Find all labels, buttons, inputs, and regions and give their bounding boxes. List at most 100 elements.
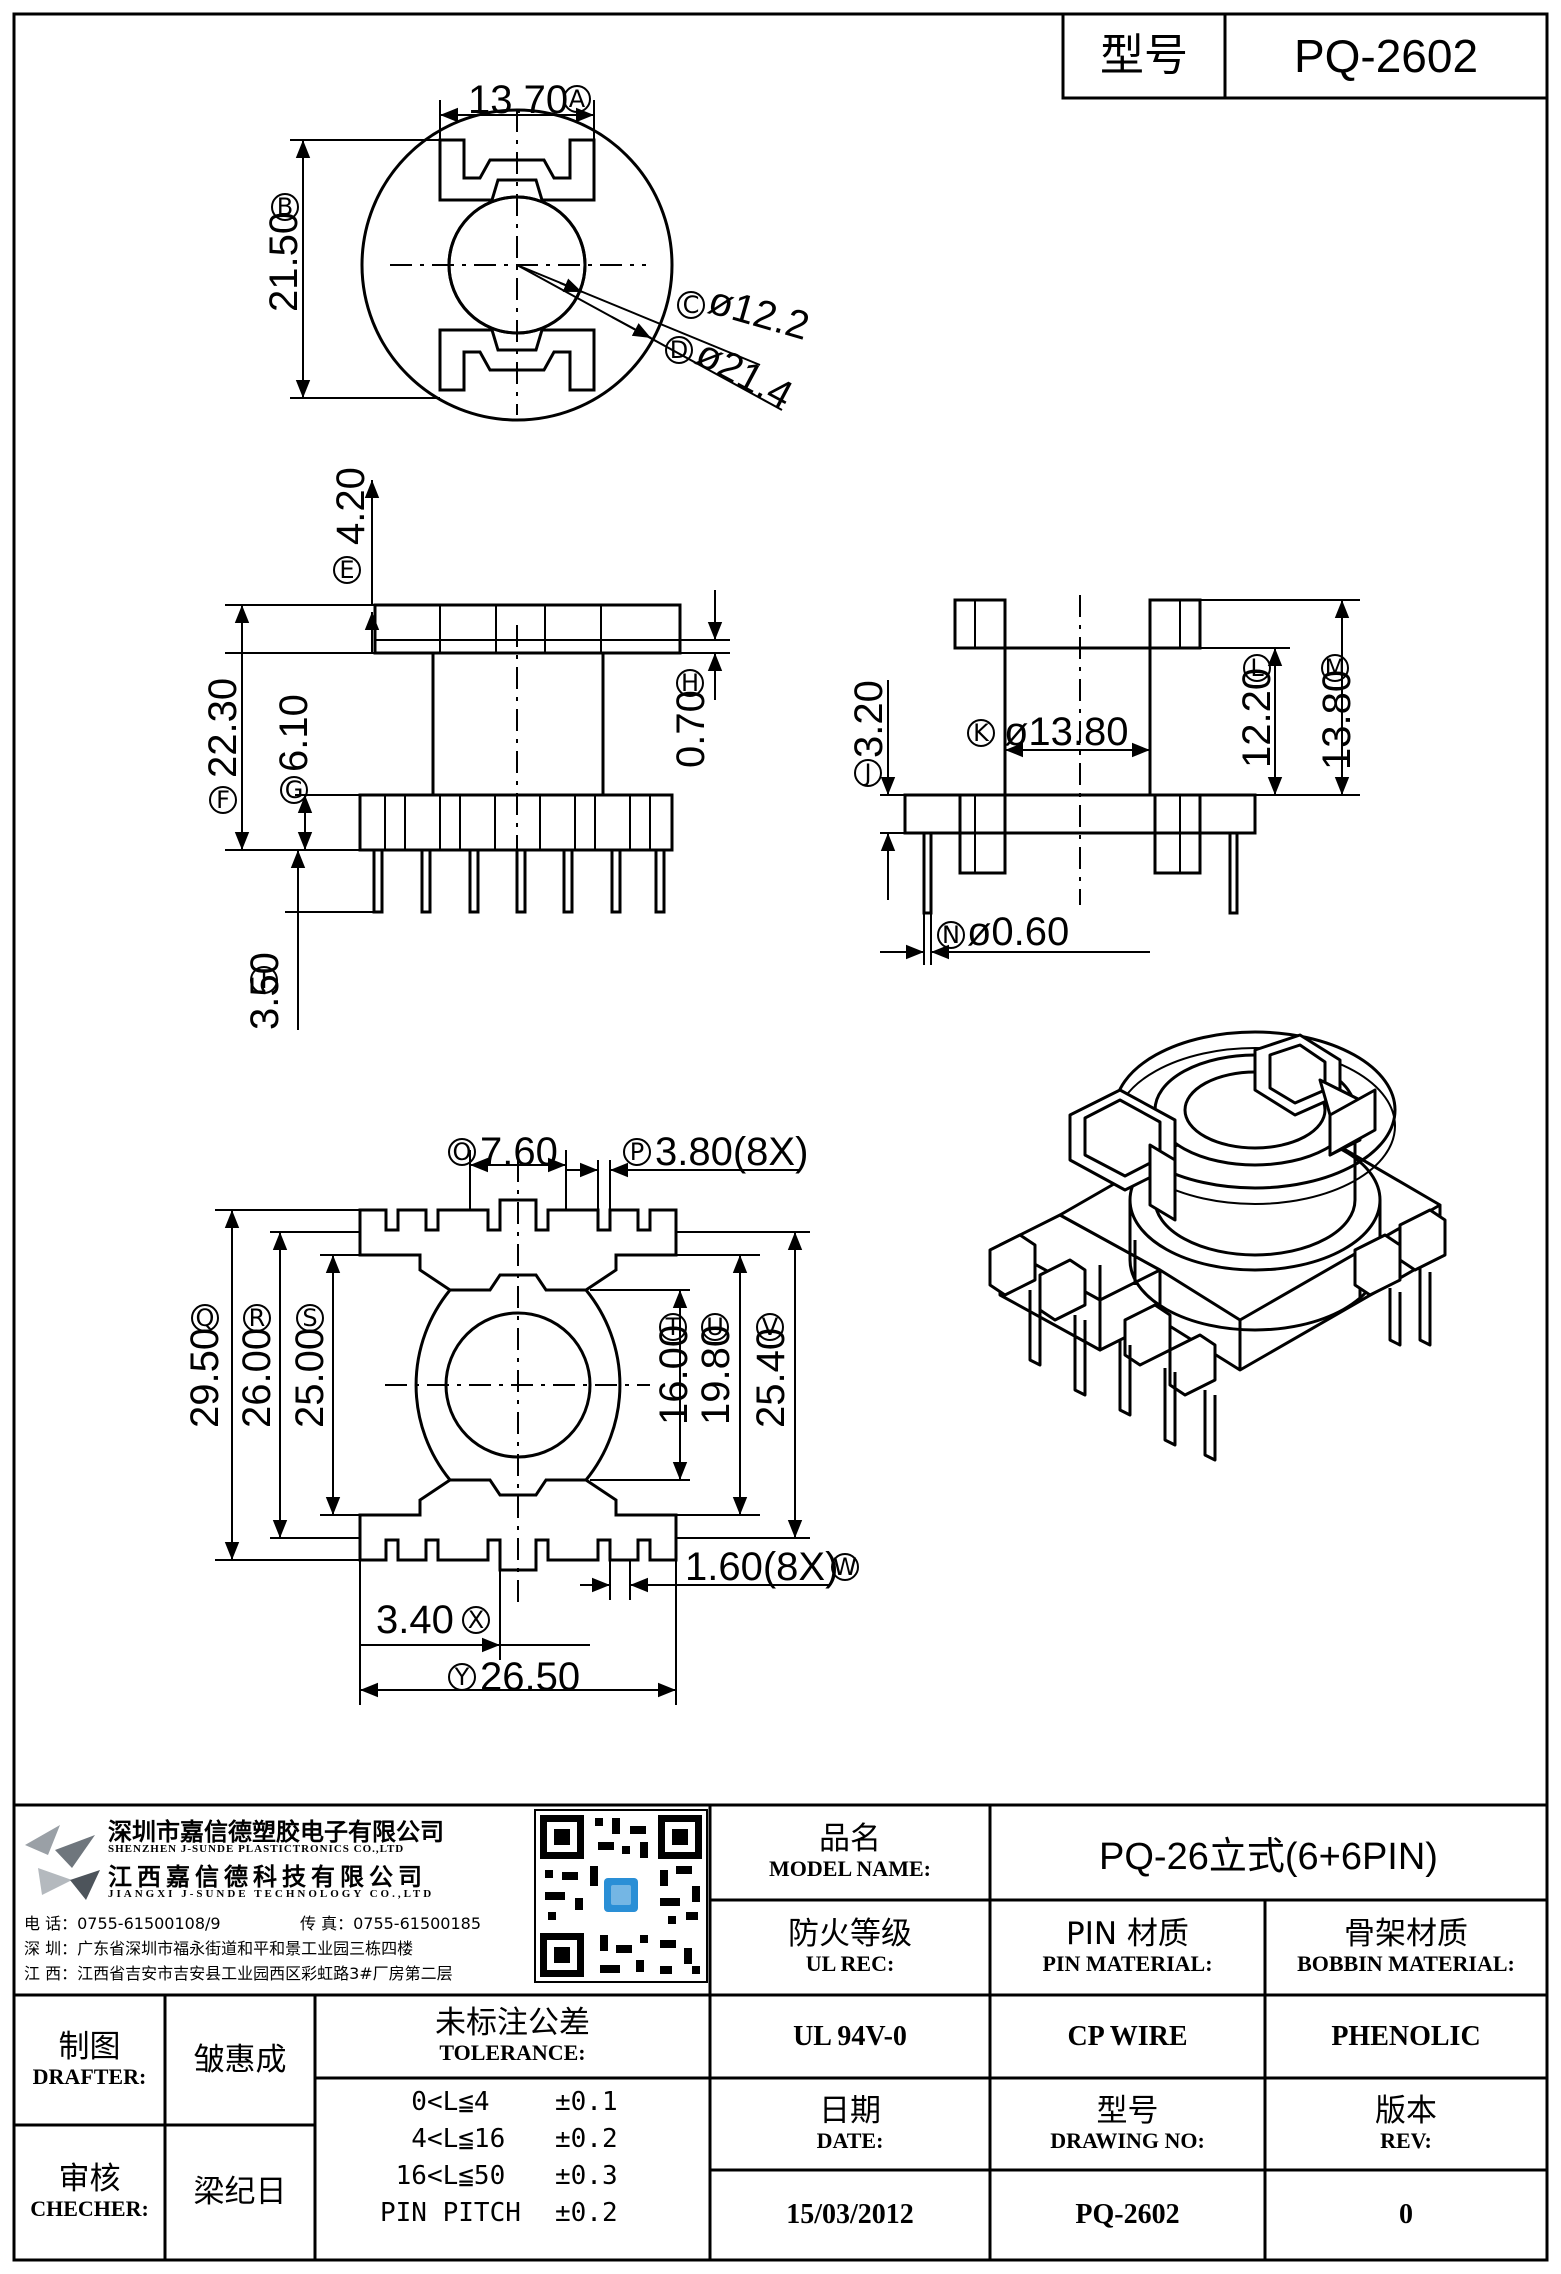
marker-u: U xyxy=(706,1313,724,1341)
marker-o: O xyxy=(453,1138,472,1166)
drafter-name-cell: 皱惠成 xyxy=(165,1995,315,2125)
tolerance-value: ±0.3 xyxy=(555,2161,618,2191)
rev-label-cn: 版本 xyxy=(1375,2092,1437,2129)
dim-p: 3.80(8X) xyxy=(655,1130,808,1174)
marker-g: G xyxy=(285,776,304,804)
rev-value-cell: 0 xyxy=(1265,2170,1547,2260)
marker-v: V xyxy=(762,1313,779,1341)
dim-y: 26.50 xyxy=(480,1655,580,1699)
bobbin-material-label-cell: 骨架材质 BOBBIN MATERIAL: xyxy=(1265,1900,1547,1995)
top-view xyxy=(290,100,783,422)
dim-t: 16.00 xyxy=(652,1325,696,1425)
marker-e: E xyxy=(339,556,354,584)
marker-x: X xyxy=(468,1606,484,1634)
rev-label-en: REV: xyxy=(1380,2127,1432,2153)
model-name-value-cell: PQ-26立式(6+6PIN) xyxy=(990,1805,1547,1900)
pin-material-value: CP WIRE xyxy=(1067,2020,1188,2052)
bobbin-material-label-cn: 骨架材质 xyxy=(1344,1916,1468,1953)
dim-x: 3.40 xyxy=(376,1598,454,1642)
qr-code xyxy=(534,1809,708,1983)
date-value-cell: 15/03/2012 xyxy=(710,2170,990,2260)
drafter-label-en: DRAFTER: xyxy=(32,2063,147,2089)
bobbin-material-value-cell: PHENOLIC xyxy=(1265,1995,1547,2078)
marker-i: I xyxy=(260,966,267,994)
checker-name-cell: 梁纪日 xyxy=(165,2125,315,2260)
dim-e: 4.20 xyxy=(329,467,373,545)
front-view xyxy=(225,480,730,1030)
company-address-jiangxi: 江 西：江西省吉安市吉安县工业园西区彩虹路3#厂房第二层 xyxy=(24,1964,453,1983)
model-name-value: PQ-26立式(6+6PIN) xyxy=(1099,1836,1438,1878)
dim-q: 29.50 xyxy=(183,1328,227,1428)
tolerance-row: PIN PITCH ±0.2 xyxy=(380,2195,700,2232)
tolerance-range: 4<L≦16 xyxy=(380,2124,506,2154)
marker-c: C xyxy=(683,291,700,319)
title-block-grid xyxy=(14,1803,1547,2260)
tolerance-table: 0<L≦4 ±0.1 4<L≦16 ±0.2 16<L≦50 ±0.3 PIN … xyxy=(380,2084,700,2232)
marker-t: T xyxy=(665,1313,681,1341)
dim-g: 6.10 xyxy=(272,694,316,772)
date-label-cn: 日期 xyxy=(819,2092,881,2129)
checker-name: 梁纪日 xyxy=(193,2174,287,2211)
company-name-cn-1: 深圳市嘉信德塑胶电子有限公司 xyxy=(108,1818,444,1846)
dim-i: 3.50 xyxy=(243,952,287,1030)
company-name-en-2: JIANGXI J-SUNDE TECHNOLOGY CO.,LTD xyxy=(108,1888,435,1900)
ul-label-cell: 防火等级 UL REC: xyxy=(710,1900,990,1995)
dim-m: 13.80 xyxy=(1315,670,1359,770)
checker-label-en: CHECHER: xyxy=(30,2196,149,2222)
model-name-label-cell: 品名 MODEL NAME: xyxy=(710,1805,990,1900)
dim-h: 0.70 xyxy=(669,690,713,768)
drawing-no-label-cn: 型号 xyxy=(1096,2092,1159,2129)
drawing-no-value: PQ-2602 xyxy=(1075,2199,1180,2230)
dim-u: 19.80 xyxy=(694,1325,738,1425)
date-label-cell: 日期 DATE: xyxy=(710,2078,990,2170)
marker-a: A xyxy=(569,85,586,113)
header-model-value-cell: PQ-2602 xyxy=(1225,14,1547,98)
dim-j: 3.20 xyxy=(847,680,891,758)
drafter-name: 皱惠成 xyxy=(193,2041,287,2078)
dim-n: ø0.60 xyxy=(967,910,1069,954)
ul-label-cn: 防火等级 xyxy=(788,1916,912,1953)
bottom-view xyxy=(215,1150,830,1705)
pin-material-label-en: PIN MATERIAL: xyxy=(1042,1951,1213,1977)
marker-b: B xyxy=(277,193,293,221)
company-phone: 电 话：0755-61500108/9 xyxy=(24,1914,221,1933)
dim-l: 12.20 xyxy=(1235,668,1279,768)
pin-material-value-cell: CP WIRE xyxy=(990,1995,1265,2078)
drafter-label-cn: 制图 xyxy=(58,2028,121,2065)
tolerance-value: ±0.1 xyxy=(555,2087,618,2117)
header-model-value: PQ-2602 xyxy=(1293,30,1479,82)
rev-label-cell: 版本 REV: xyxy=(1265,2078,1547,2170)
tolerance-label-cell: 未标注公差 TOLERANCE: xyxy=(315,1995,710,2078)
marker-p: P xyxy=(630,1138,644,1166)
dim-d: ø21.4 xyxy=(689,331,800,418)
marker-l: L xyxy=(1250,654,1264,682)
company-name-cn-2: 江西嘉信德科技有限公司 xyxy=(108,1863,427,1891)
marker-y: Y xyxy=(454,1663,470,1691)
marker-k: K xyxy=(973,719,990,747)
marker-w: W xyxy=(833,1553,857,1581)
company-name-en-1: SHENZHEN J-SUNDE PLASTICTRONICS CO.,LTD xyxy=(108,1843,405,1855)
marker-r: R xyxy=(249,1304,266,1332)
marker-s: S xyxy=(302,1304,317,1332)
drawing-no-label-cell: 型号 DRAWING NO: xyxy=(990,2078,1265,2170)
tolerance-value: ±0.2 xyxy=(555,2124,618,2154)
marker-m: M xyxy=(1325,654,1346,682)
company-address-shenzhen: 深 圳：广东省深圳市福永街道和平和景工业园三栋四楼 xyxy=(24,1939,414,1958)
tolerance-row: 0<L≦4 ±0.1 xyxy=(380,2084,700,2121)
tolerance-row: 16<L≦50 ±0.3 xyxy=(380,2158,700,2195)
ul-label-en: UL REC: xyxy=(805,1951,895,1977)
tolerance-label-en: TOLERANCE: xyxy=(439,2040,586,2066)
drawing-no-label-en: DRAWING NO: xyxy=(1050,2127,1205,2153)
marker-f: F xyxy=(216,786,230,814)
tolerance-range: 16<L≦50 xyxy=(380,2161,506,2191)
date-label-en: DATE: xyxy=(816,2127,884,2153)
tolerance-range: 0<L≦4 xyxy=(380,2087,506,2117)
model-name-label-cn: 品名 xyxy=(819,1821,881,1858)
dim-f: 22.30 xyxy=(201,678,245,778)
ul-value-cell: UL 94V-0 xyxy=(710,1995,990,2078)
company-logo xyxy=(25,1825,100,1900)
pin-material-label-cn: PIN 材质 xyxy=(1066,1916,1189,1953)
drafter-label-cell: 制图 DRAFTER: xyxy=(14,1995,165,2125)
